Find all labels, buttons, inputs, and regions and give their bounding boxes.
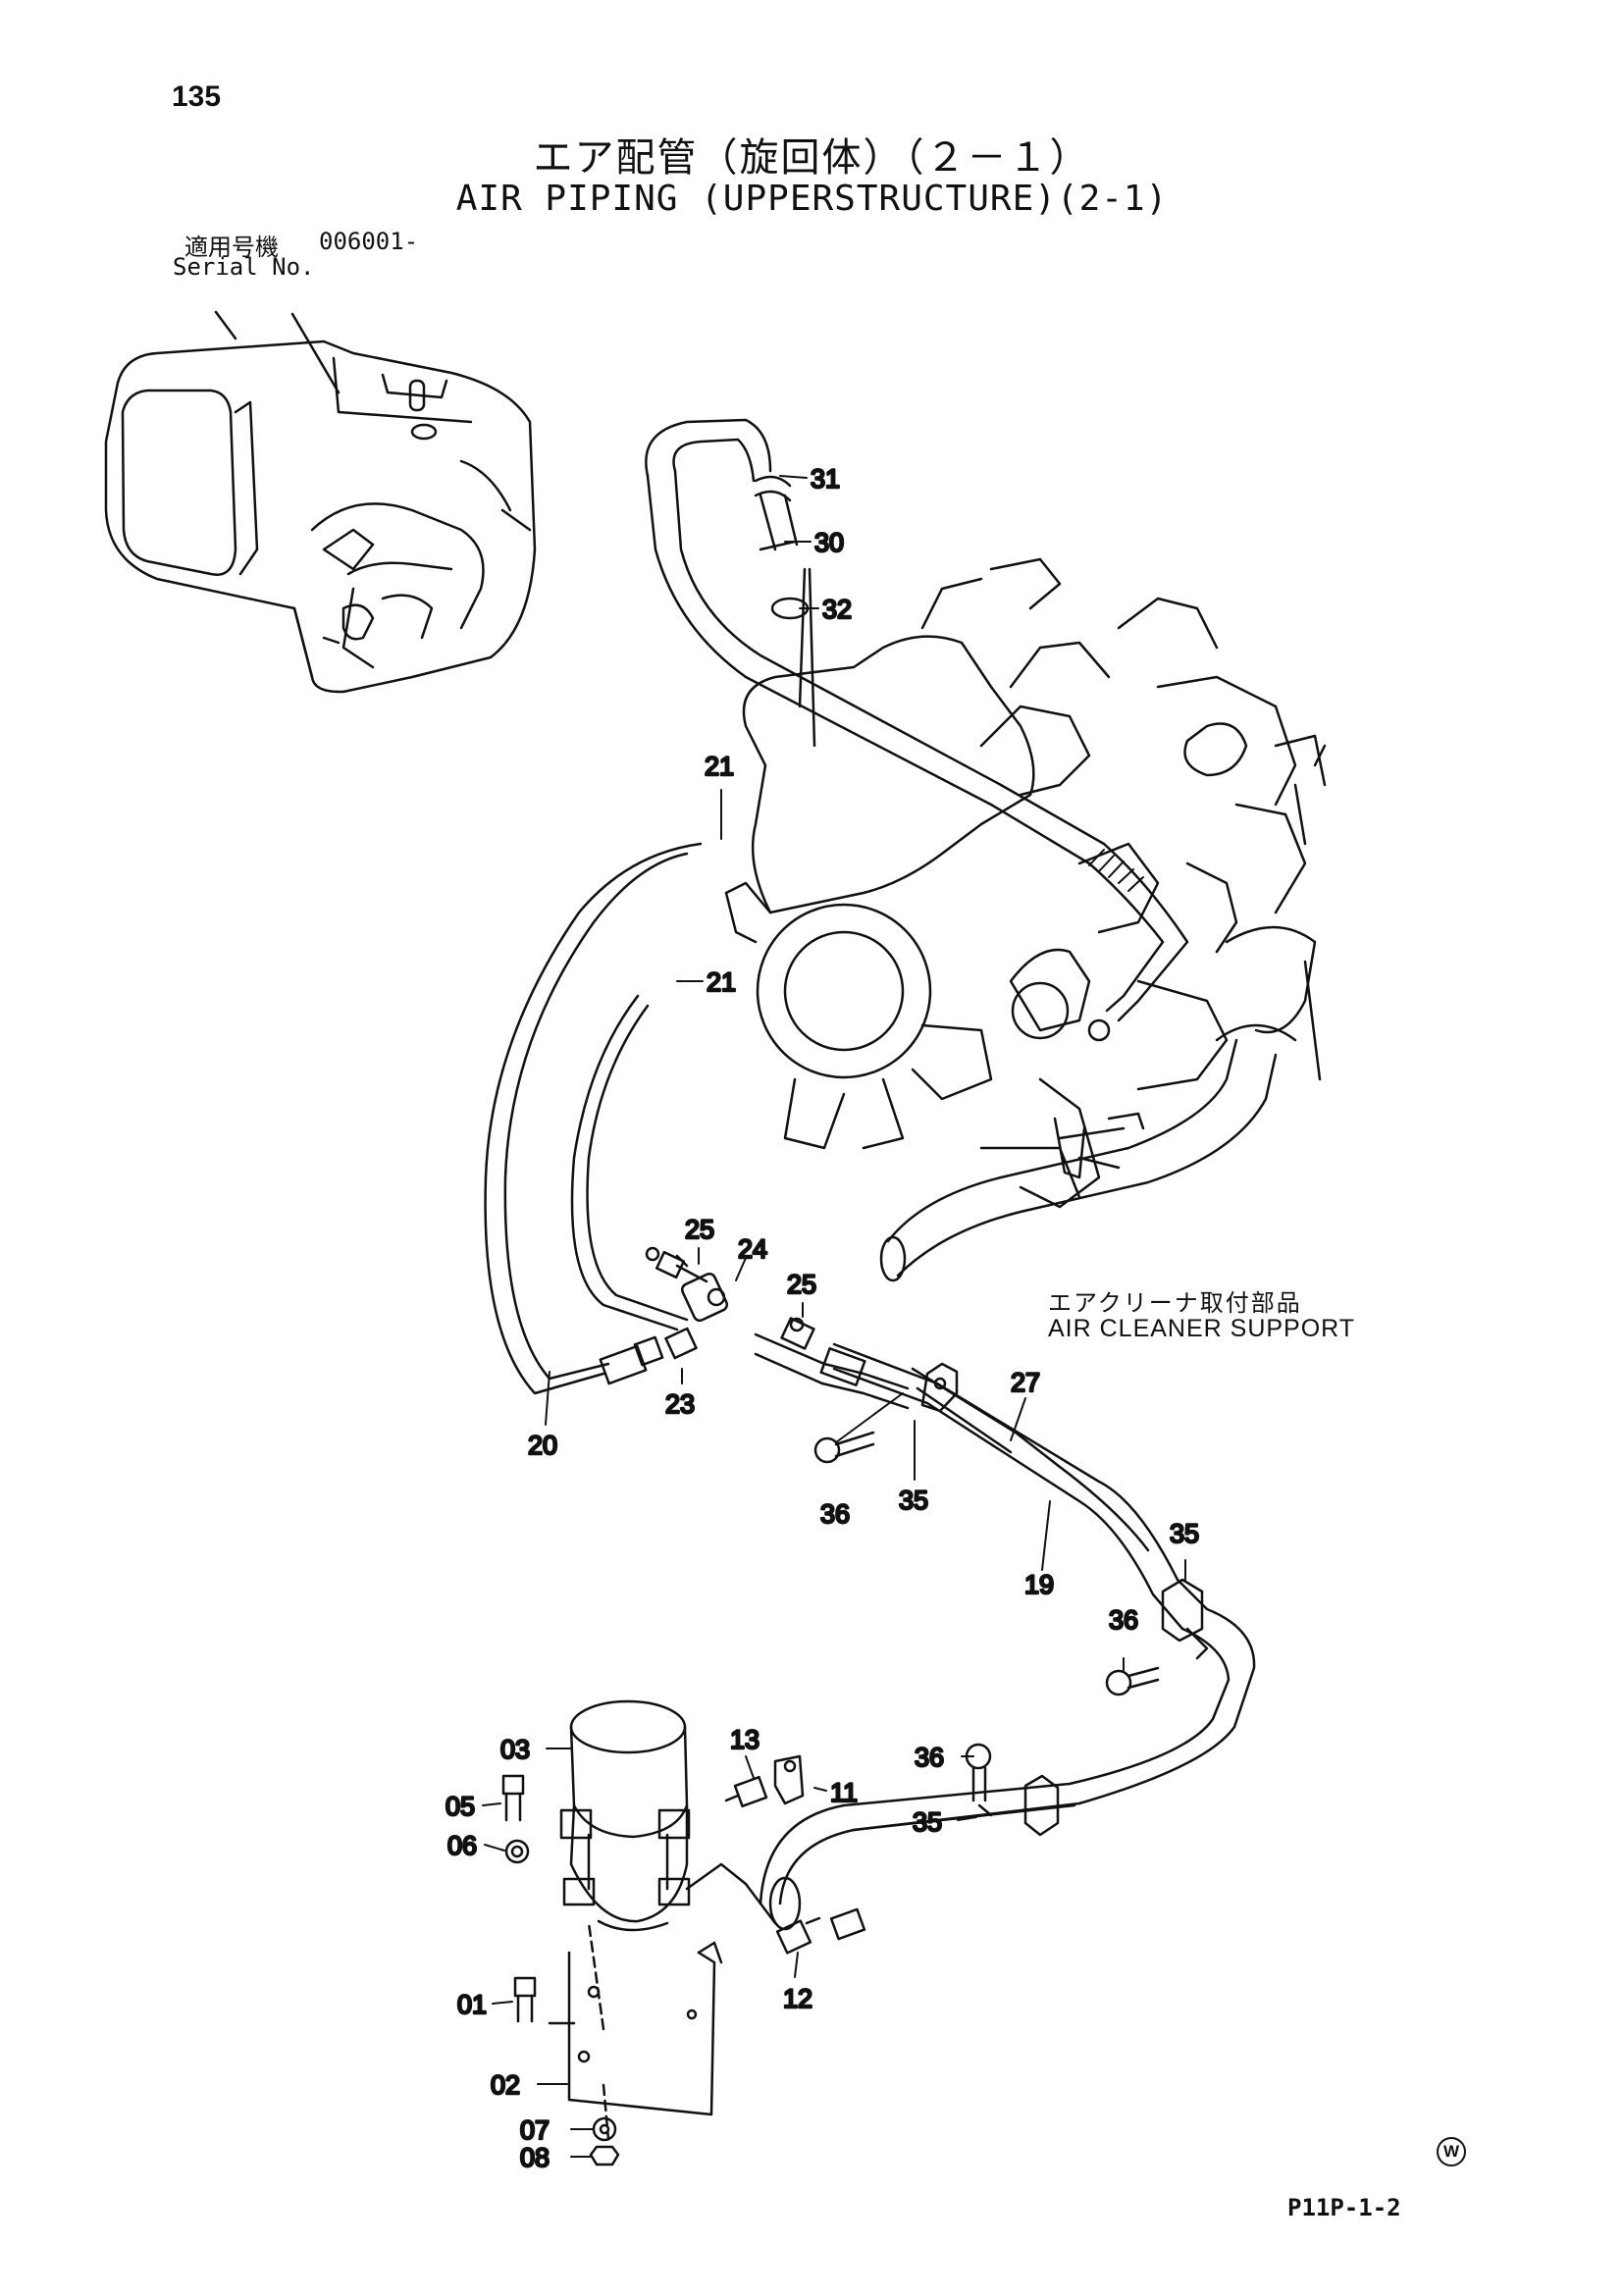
bolt-05 (501, 1774, 525, 1822)
serial-label-english: Serial No. (173, 253, 315, 281)
callout-27: 27 (1011, 1368, 1040, 1397)
bolt-36-b (1105, 1666, 1160, 1696)
callout-36-right: 36 (1109, 1605, 1138, 1635)
callout-23: 23 (665, 1389, 695, 1419)
clamp-35-a (920, 1362, 959, 1413)
callout-03: 03 (500, 1735, 530, 1764)
title-english: AIR PIPING (UPPERSTRUCTURE)(2-1) (455, 179, 1169, 219)
bolt-36-a (813, 1431, 875, 1464)
callout-25-right: 25 (787, 1270, 816, 1299)
tee-fitting-24 (675, 1254, 729, 1323)
fitting-25-upper (645, 1246, 708, 1283)
callout-35-lower: 35 (913, 1807, 942, 1837)
breather-hose (645, 418, 1189, 1022)
callout-21-lower: 21 (707, 967, 736, 997)
callout-leaders (482, 475, 1186, 2158)
callout-20: 20 (528, 1431, 557, 1460)
callout-11: 11 (830, 1778, 858, 1807)
callout-31: 31 (811, 464, 840, 494)
callout-06: 06 (447, 1831, 477, 1860)
air-cleaner-note-english: AIR CLEANER SUPPORT (1048, 1315, 1356, 1342)
callout-02: 02 (491, 2070, 520, 2100)
title-japanese: エア配管（旋回体）（２－１） (533, 135, 1091, 181)
washer-07 (592, 2116, 617, 2142)
washer-06 (504, 1839, 530, 1864)
callout-35-upper: 35 (899, 1486, 928, 1515)
callout-01: 01 (457, 1990, 487, 2019)
callout-32: 32 (822, 595, 852, 624)
page-number: 135 (172, 80, 222, 113)
pipe-27-and-19 (754, 1332, 1256, 1931)
clamp-35-b (1161, 1578, 1209, 1660)
elbow-fitting-11 (773, 1754, 805, 1805)
fitting-12 (775, 1907, 866, 1955)
bolt-01 (513, 1976, 576, 2025)
hose-20 (484, 842, 703, 1395)
callout-05: 05 (445, 1792, 475, 1821)
w-mark-icon: W (1437, 2137, 1466, 2166)
callout-36-upper: 36 (820, 1499, 850, 1529)
page-code: P11P-1-2 (1287, 2194, 1401, 2221)
callout-21-upper: 21 (705, 752, 734, 781)
callout-07: 07 (520, 2115, 550, 2145)
callout-24: 24 (738, 1234, 767, 1264)
callout-08: 08 (520, 2143, 550, 2172)
machine-overview-illustration (104, 310, 537, 694)
air-compressor-03 (559, 1699, 777, 1932)
fitting-25-right (780, 1317, 815, 1350)
callout-35-right: 35 (1170, 1519, 1199, 1548)
bracket-02 (567, 1941, 723, 2116)
fitting-23 (664, 1327, 698, 1360)
callout-36-lower: 36 (915, 1743, 944, 1772)
callout-19: 19 (1024, 1570, 1054, 1599)
air-cleaner-duct (879, 1023, 1297, 1282)
serial-number-value: 006001- (319, 228, 419, 255)
engine-illustration (724, 557, 1327, 1209)
serial-label-japanese: 適用号機 (184, 234, 279, 261)
bolt-line (587, 1921, 610, 2141)
callout-labels: 31 30 32 21 21 25 24 25 23 20 27 36 35 1… (445, 463, 1201, 2174)
clamp-35-c (1023, 1774, 1060, 1837)
bolt-36-c (965, 1743, 993, 1817)
nut-08 (589, 2145, 620, 2166)
callout-30: 30 (814, 528, 844, 557)
air-cleaner-note-japanese: エアクリーナ取付部品 (1048, 1289, 1302, 1317)
callout-12: 12 (783, 1984, 812, 2013)
callout-13: 13 (730, 1725, 760, 1754)
fitting-13 (724, 1775, 768, 1808)
callout-25-upper: 25 (685, 1215, 714, 1244)
